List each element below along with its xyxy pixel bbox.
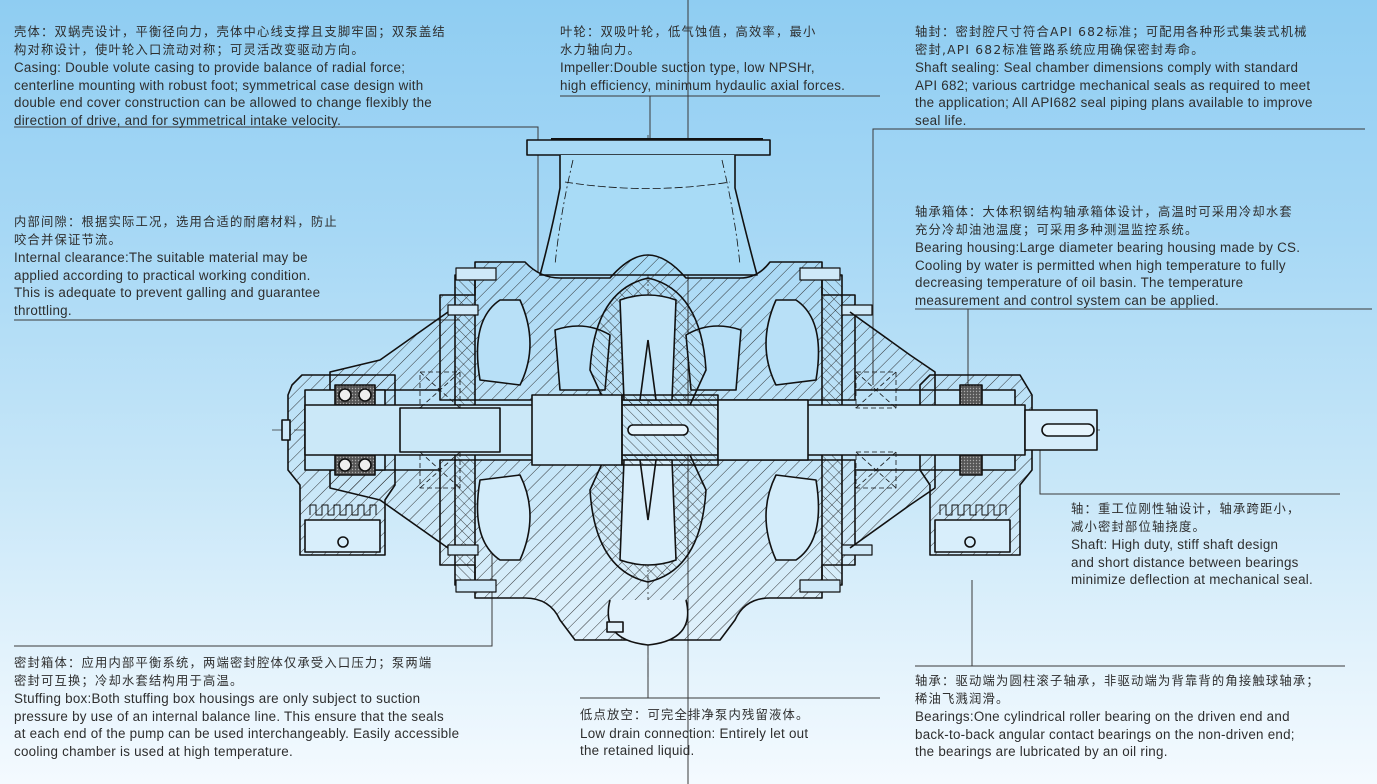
annotation-casing: 壳体：双蜗壳设计，平衡径向力，壳体中心线支撑且支脚牢固；双泵盖结 构对称设计，使… (14, 24, 446, 130)
shaft-keyway (1041, 423, 1095, 437)
leader-shaft (1039, 445, 1340, 495)
internal-clearance-en-1: Internal clearance:The suitable material… (14, 250, 308, 266)
low-drain-en-1: Low drain connection: Entirely let out (580, 725, 809, 741)
bearing-housing-cn-1: 轴承箱体：大体积钢结构轴承箱体设计，高温时可采用冷却水套 (915, 205, 1293, 219)
shaft-sealing-en-3: the application; All API682 seal piping … (915, 95, 1313, 111)
shaft-sealing-en-4: seal life. (915, 112, 967, 128)
shaft-cn-2: 减小密封部位轴挠度。 (1071, 519, 1206, 534)
casing-en-1: Casing: Double volute casing to provide … (14, 60, 406, 76)
suction-flange (526, 139, 771, 156)
leader-shaft-sealing (872, 128, 1365, 385)
annotation-low-drain: 低点放空：可完全排净泵内残留液体。 Low drain connection: … (580, 707, 809, 760)
bearing-housing-en-3: decreasing temperature of oil basin. The… (915, 275, 1244, 291)
internal-clearance-cn-1: 内部间隙：根据实际工况，选用合适的耐磨材料，防止 (14, 215, 338, 229)
shaft-en-3: minimize deflection at mechanical seal. (1071, 572, 1313, 588)
impeller-cn-2: 水力轴向力。 (560, 42, 641, 57)
stuffing-box-en-1: Stuffing box:Both stuffing box housings … (14, 691, 421, 707)
pump-body (281, 138, 1098, 646)
right-oil-sump (934, 519, 1011, 553)
impeller-hub-keyway (627, 424, 689, 436)
right-roller-bearing (959, 384, 983, 406)
stuffing-box-cn-2: 密封可互换；冷却水套结构用于高温。 (14, 673, 244, 688)
internal-clearance-en-3: This is adequate to prevent galling and … (14, 285, 321, 301)
shaft-en-2: and short distance between bearings (1071, 554, 1299, 570)
stuffing-box-en-4: cooling chamber is used at high temperat… (14, 743, 293, 759)
right-bracket-upper (849, 311, 936, 391)
annotation-bearings: 轴承：驱动端为圆柱滚子轴承，非驱动端为背靠背的角接触球轴承； 稀油飞溅润滑。 B… (915, 673, 1320, 761)
casing-en-2: centerline mounting with robust foot; sy… (14, 77, 424, 93)
bearings-cn-2: 稀油飞溅润滑。 (915, 691, 1010, 706)
impeller-cn-1: 叶轮：双吸叶轮，低气蚀值，高效率，最小 (560, 25, 817, 39)
casing-cn-1: 壳体：双蜗壳设计，平衡径向力，壳体中心线支撑且支脚牢固；双泵盖结 (14, 25, 446, 39)
low-drain-cn-1: 低点放空：可完全排净泵内残留液体。 (580, 708, 810, 722)
bearings-en-1: Bearings:One cylindrical roller bearing … (915, 709, 1290, 725)
shaft-cn-1: 轴：重工位刚性轴设计，轴承跨距小， (1071, 502, 1301, 516)
drain-plug (606, 621, 624, 633)
shaft-sealing-cn-1: 轴封：密封腔尺寸符合API 682标准；可配用各种形式集装式机械 (915, 25, 1308, 39)
bolts (447, 267, 873, 593)
leader-casing (14, 126, 539, 272)
annotation-internal-clearance: 内部间隙：根据实际工况，选用合适的耐磨材料，防止 咬合并保证节流。 Intern… (14, 214, 338, 320)
leader-stuffing-box (14, 525, 493, 647)
stuffing-box-en-2: pressure by use of an internal balance l… (14, 708, 444, 724)
bearings-en-3: the bearings are lubricated by an oil ri… (915, 744, 1168, 760)
bearing-housing-en-4: measurement and control system can be ap… (915, 292, 1220, 308)
impeller-en-2: high efficiency, minimum hydaulic axial … (560, 77, 846, 93)
drain-pocket (607, 599, 689, 646)
annotation-impeller: 叶轮：双吸叶轮，低气蚀值，高效率，最小 水力轴向力。 Impeller:Doub… (560, 24, 845, 94)
internal-clearance-en-4: throttling. (14, 302, 72, 318)
impeller-en-1: Impeller:Double suction type, low NPSHr, (560, 60, 815, 76)
annotation-stuffing-box: 密封箱体：应用内部平衡系统，两端密封腔体仅承受入口压力；泵两端 密封可互换；冷却… (14, 655, 459, 761)
shaft-sealing-cn-2: 密封,API 682标准管路系统应用确保密封寿命。 (915, 42, 1205, 57)
internal-clearance-cn-2: 咬合并保证节流。 (14, 232, 122, 247)
casing-en-3: double end cover construction can be all… (14, 95, 432, 111)
bearing-housing-en-1: Bearing housing:Large diameter bearing h… (915, 240, 1301, 256)
annotation-shaft-sealing: 轴封：密封腔尺寸符合API 682标准；可配用各种形式集装式机械 密封,API … (915, 24, 1313, 130)
casing-en-4: direction of drive, and for symmetrical … (14, 112, 342, 128)
stuffing-box-en-3: at each end of the pump can be used inte… (14, 726, 460, 742)
stuffing-box-cn-1: 密封箱体：应用内部平衡系统，两端密封腔体仅承受入口压力；泵两端 (14, 656, 433, 670)
internal-clearance-en-2: applied according to practical working c… (14, 267, 311, 283)
shaft-en-1: Shaft: High duty, stiff shaft design (1071, 537, 1279, 553)
bearing-housing-en-2: Cooling by water is permitted when high … (915, 257, 1286, 273)
shaft-sealing-en-2: API 682; various cartridge mechanical se… (915, 77, 1311, 93)
casing-cn-2: 构对称设计，使叶轮入口流动对称；可灵活改变驱动方向。 (14, 42, 365, 57)
bearings-en-2: back-to-back angular contact bearings on… (915, 726, 1295, 742)
shaft-sealing-en-1: Shaft sealing: Seal chamber dimensions c… (915, 60, 1299, 76)
bearings-cn-1: 轴承：驱动端为圆柱滚子轴承，非驱动端为背靠背的角接触球轴承； (915, 674, 1320, 688)
bearing-housing-cn-2: 充分冷却油池温度；可采用多种测温监控系统。 (915, 222, 1199, 237)
annotation-bearing-housing: 轴承箱体：大体积钢结构轴承箱体设计，高温时可采用冷却水套 充分冷却油池温度；可采… (915, 204, 1300, 310)
annotation-shaft: 轴：重工位刚性轴设计，轴承跨距小， 减小密封部位轴挠度。 Shaft: High… (1071, 501, 1313, 589)
low-drain-en-2: the retained liquid. (580, 743, 695, 759)
